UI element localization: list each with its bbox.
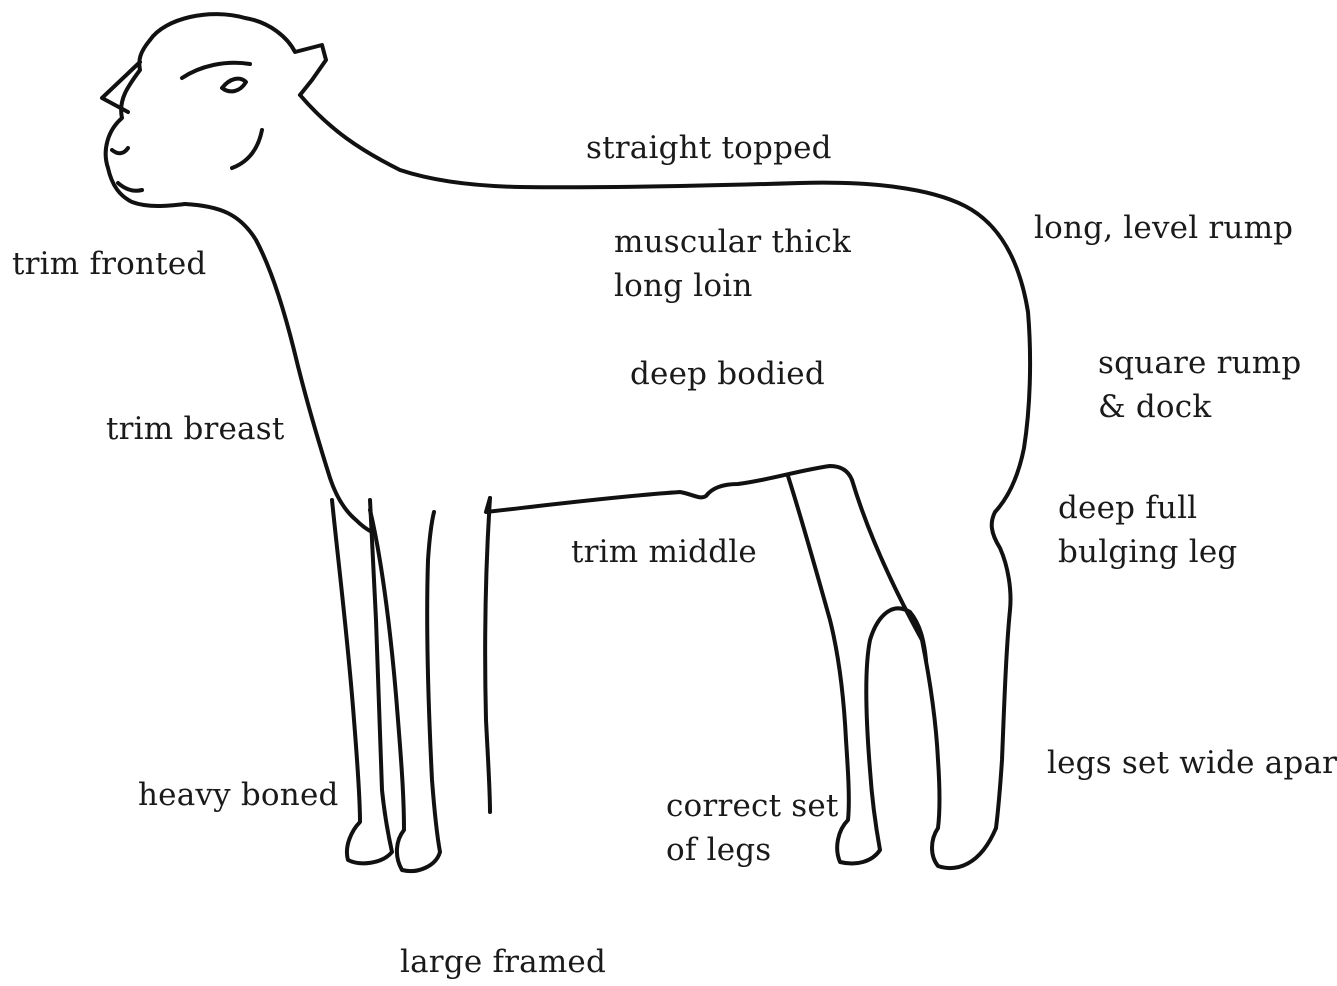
label-deep-full-bulging-leg: deep full bulging leg	[1058, 486, 1237, 574]
sheep-front-leg-1	[332, 500, 392, 863]
label-deep-full: deep full	[1058, 486, 1237, 530]
label-straight-topped: straight topped	[586, 126, 832, 170]
sheep-cheek	[232, 130, 262, 168]
sheep-belly-left-end	[485, 498, 490, 812]
label-correct-set: correct set	[666, 784, 839, 828]
label-square-rump-dock: square rump & dock	[1098, 341, 1301, 429]
label-bulging-leg: bulging leg	[1058, 530, 1237, 574]
label-muscular-thick-long-loin: muscular thick long loin	[614, 220, 851, 308]
sheep-nostril	[112, 148, 128, 153]
label-heavy-boned: heavy boned	[138, 773, 339, 817]
label-long-loin: long loin	[614, 264, 851, 308]
label-trim-fronted: trim fronted	[12, 242, 206, 286]
label-legs-set-wide-apart: legs set wide apart	[1047, 741, 1337, 785]
label-and-dock: & dock	[1098, 385, 1301, 429]
label-muscular-thick: muscular thick	[614, 220, 851, 264]
sheep-front-leg-2	[370, 510, 440, 871]
label-square-rump: square rump	[1098, 341, 1301, 385]
sheep-eyebrow	[182, 63, 250, 78]
sheep-eye	[222, 79, 246, 92]
label-deep-bodied: deep bodied	[630, 352, 825, 396]
label-trim-middle: trim middle	[571, 530, 757, 574]
label-large-framed: large framed	[400, 940, 606, 984]
label-long-level-rump: long, level rump	[1034, 206, 1293, 250]
sheep-head-outline	[150, 14, 326, 95]
label-correct-set-of-legs: correct set of legs	[666, 784, 839, 872]
label-trim-breast: trim breast	[106, 407, 285, 451]
sheep-breast-outline	[185, 204, 372, 532]
sheep-back-outline	[300, 95, 1030, 828]
sheep-mouth	[118, 183, 142, 191]
label-of-legs: of legs	[666, 828, 839, 872]
